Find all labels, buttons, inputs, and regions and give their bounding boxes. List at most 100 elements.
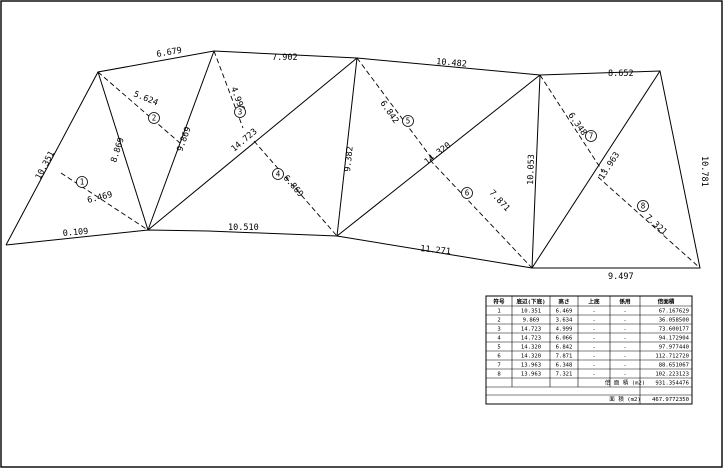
diagonal-f [531,74,541,269]
edge-label: 9.497 [608,272,634,282]
table-row: 4 14.723 6.066 - - 94.172904 [497,336,689,342]
table-cell: - [592,309,595,315]
table-row: 1 10.351 6.469 - - 67.167629 [497,309,689,315]
table-cell: 4.999 [556,327,573,333]
table-frame [485,295,693,405]
height-line-1 [60,172,149,231]
marker-circle [76,176,88,188]
marker-circle [234,106,246,118]
table-row: 7 13.963 6.348 - - 88.651067 [497,363,689,369]
table-cell: 7.321 [556,372,573,378]
table-cell: - [623,363,626,369]
parcel-boundary [5,50,701,269]
table-cell: 6 [497,354,500,360]
height-line-4 [253,140,338,237]
table-cell: - [623,345,626,351]
table-cell: 10.351 [521,309,541,315]
table-cell: 14.320 [521,354,541,360]
column-header: 係用 [619,298,631,306]
table-cell: 13.963 [521,363,541,369]
marker-number: 3 [238,108,243,117]
area-value: 467.9772350 [652,397,689,403]
marker-circle [148,112,160,124]
table-grid [486,296,692,404]
table-cell: 5 [497,345,500,351]
table-cell: 7 [497,363,500,369]
marker-number: 6 [465,189,470,198]
table-cell: 3 [497,327,500,333]
double-area-label: 倍 面 積 (m2) [605,379,645,387]
table-cell: - [623,372,626,378]
table-cell: - [592,363,595,369]
height-line-2 [97,71,181,144]
table-cell: - [592,372,595,378]
table-cell: 13.963 [521,372,541,378]
table-cell: - [592,345,595,351]
height-line-7 [539,74,604,173]
table-row: 5 14.320 6.842 - - 97.977440 [497,345,689,351]
edge-label: 11.271 [420,244,452,257]
diagonal-b [147,50,215,231]
area-label: 面 積 (m2) [609,395,640,403]
column-header: 倍面積 [658,298,675,306]
table-row: 2 9.869 3.634 - - 36.058500 [497,318,689,324]
marker-number: 1 [80,178,85,187]
marker-number: 4 [276,170,281,179]
table-cell: - [623,318,626,324]
marker-number: 2 [152,114,157,123]
table-cell: - [592,318,595,324]
table-cell: 3.634 [556,318,573,324]
table-cell: 88.651067 [659,363,689,369]
diagonal-e [336,74,541,237]
marker-circle [585,130,597,142]
table-cell: 1 [497,309,500,315]
table-cell: 14.320 [521,345,541,351]
table-cell: 14.723 [521,336,541,342]
triangle-marker: 8 [637,200,649,212]
table-cell: 4 [497,336,501,342]
table-cell: 14.723 [521,327,541,333]
triangle-marker: 3 [234,106,246,118]
triangle-marker: 1 [76,176,88,188]
table-cell: 2 [497,318,500,324]
marker-circle [637,200,649,212]
triangle-marker: 2 [148,112,160,124]
triangle-marker: 4 [272,168,284,180]
table-cell: 6.842 [556,345,573,351]
table-cell: - [623,336,626,342]
table-cell: 9.869 [523,318,540,324]
survey-lines [5,50,701,269]
column-header: 符号 [493,298,505,306]
double-area-row: 倍 面 積 (m2) 931.354476 [605,379,689,387]
table-cell: 73.600177 [659,327,689,333]
table-cell: - [592,354,595,360]
table-cell: 102.223123 [655,372,689,378]
table-cell: 6.469 [556,309,573,315]
edge-label: 10.482 [436,57,467,70]
column-header: 底辺(下底) [516,298,545,306]
triangle-marker: 5 [402,115,414,127]
table-cell: 94.172904 [659,336,690,342]
diagonal-a [97,71,149,231]
triangle-marker: 7 [585,130,597,142]
table-row: 3 14.723 4.999 - - 73.600177 [497,327,689,333]
table-cell: 6.066 [556,336,573,342]
edge-label: 9.382 [343,146,356,172]
diagonal-g [531,70,661,269]
diagonal-d [336,57,358,237]
table-row: 6 14.320 7.871 - - 112.712720 [497,354,689,360]
table-cell: 112.712720 [655,354,689,360]
edge-label: 6.679 [156,46,183,60]
marker-number: 7 [589,132,594,141]
height-lines [60,50,701,269]
triangle-markers: 1 2 3 4 5 6 7 8 [76,106,649,212]
table-cell: - [623,327,626,333]
marker-circle [402,115,414,127]
height-line-5 [356,57,434,161]
table-cell: 7.871 [556,354,573,360]
edge-label: 10.053 [526,154,537,185]
edge-label: 10.510 [228,223,259,233]
table-cell: 67.167629 [659,309,689,315]
triangle-marker: 6 [461,187,473,199]
table-cell: 36.058500 [659,318,689,324]
